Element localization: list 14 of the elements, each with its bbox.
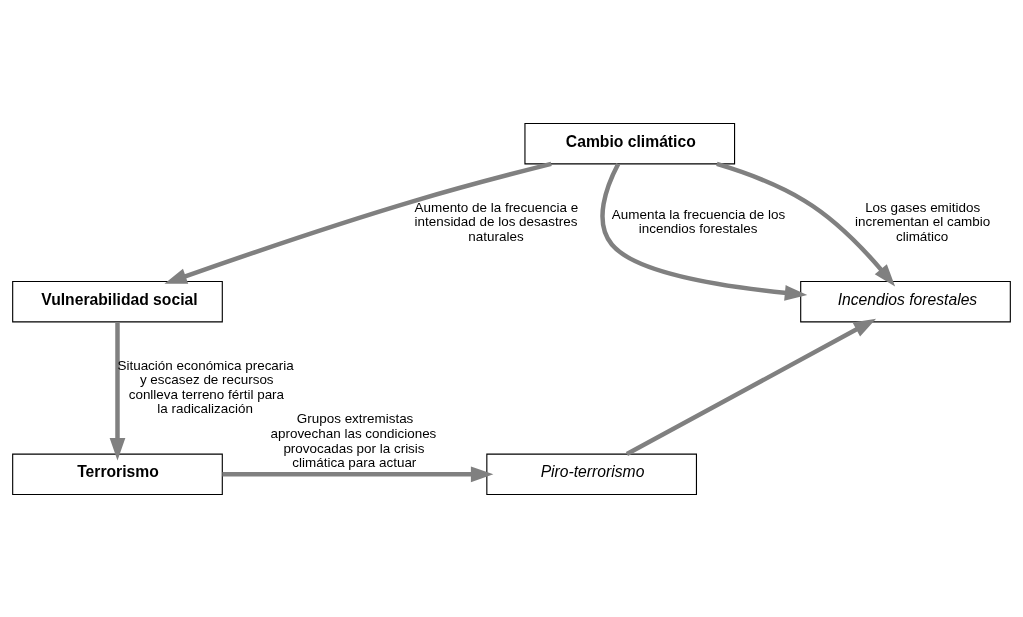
node-box: Cambio climático — [524, 122, 736, 164]
node-box: Incendios forestales — [800, 280, 1011, 322]
arrow — [625, 318, 877, 456]
node-box: Terrorismo — [12, 453, 223, 495]
arrow — [600, 162, 808, 301]
edge-label: Aumento de la frecuencia e intensidad de los desastres naturales — [414, 199, 579, 244]
edge-label: Aumenta la frecuencia de los incendios forestales — [611, 206, 786, 236]
node-box: Vulnerabilidad social — [12, 280, 223, 322]
node-box: Piro-terrorismo — [486, 453, 697, 495]
edge-label: Los gases emitidos incrementan el cambio climático — [855, 199, 991, 244]
arrow — [109, 321, 126, 461]
arrow — [164, 161, 552, 284]
arrow — [222, 465, 494, 482]
arrow — [716, 161, 896, 287]
